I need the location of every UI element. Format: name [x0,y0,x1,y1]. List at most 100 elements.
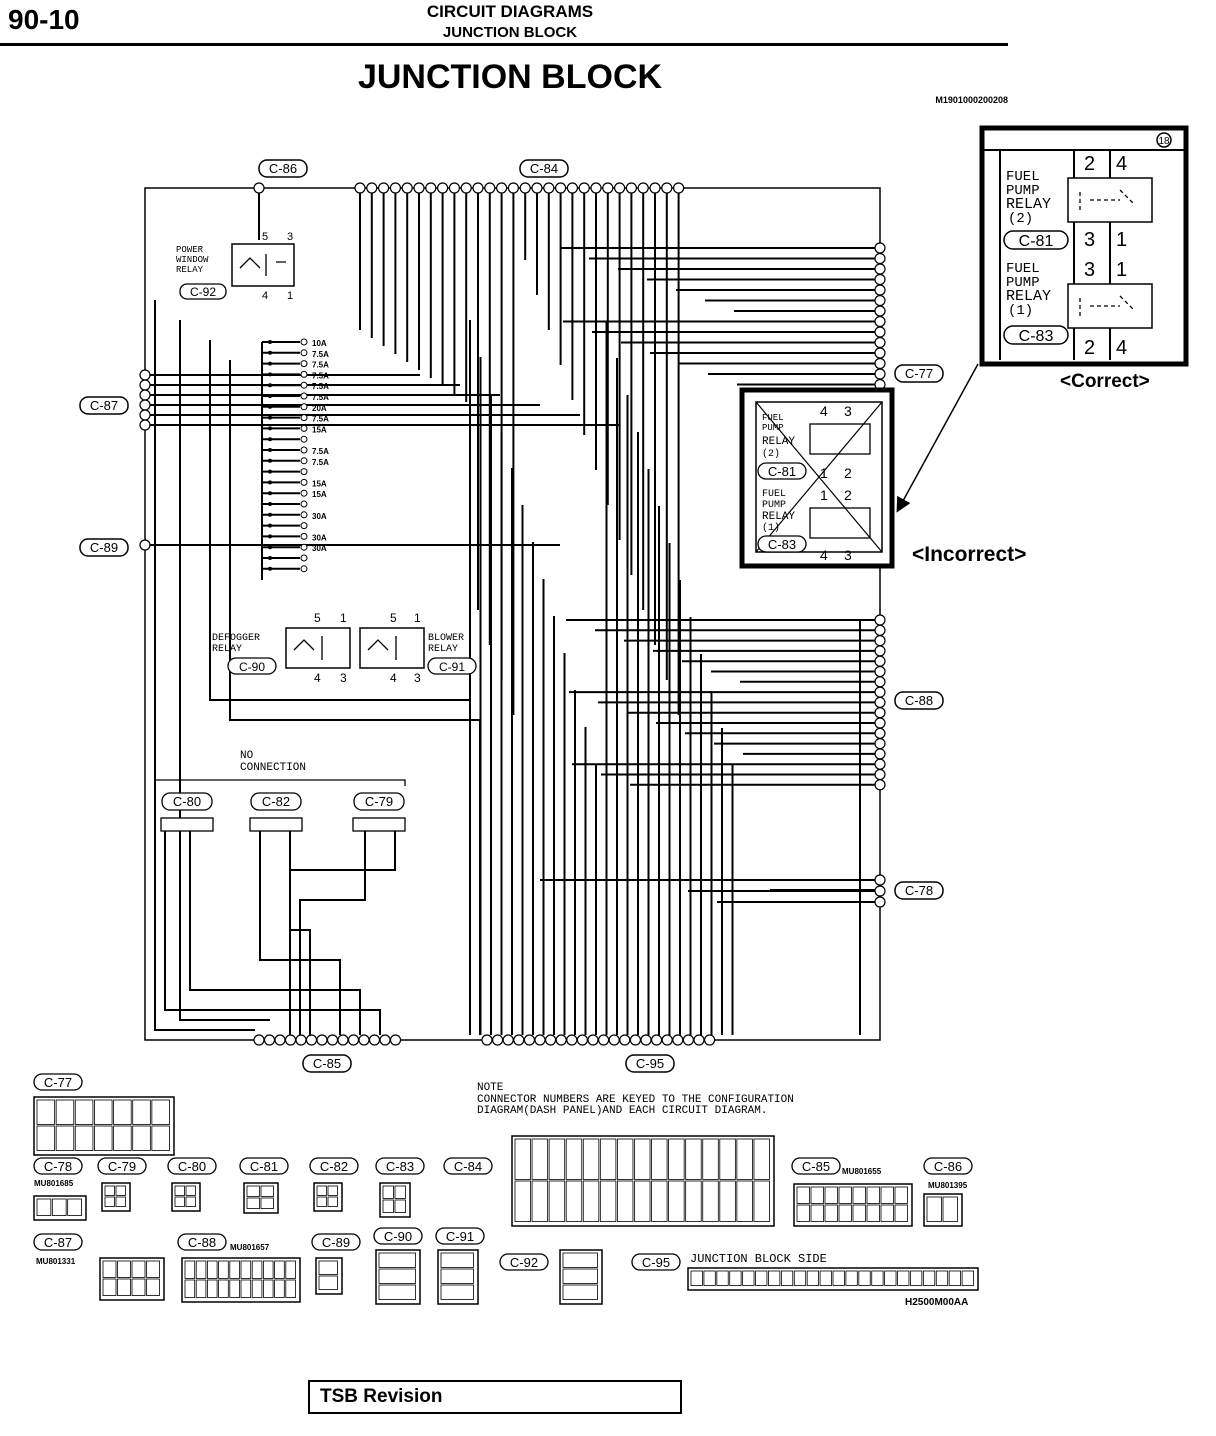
svg-text:FUEL: FUEL [762,489,786,500]
svg-text:DIAGRAM(DASH PANEL)AND EACH CI: DIAGRAM(DASH PANEL)AND EACH CIRCUIT DIAG… [477,1105,767,1117]
cavity [115,1196,126,1207]
c84-pin [366,182,378,194]
cavity [151,1125,170,1151]
cavity [514,1180,531,1222]
cavity [104,1196,115,1207]
right-pin [874,737,886,750]
cavity [113,1099,132,1125]
cavity [866,1186,880,1204]
svg-text:RELAY: RELAY [1006,196,1051,213]
c84-pin [448,182,460,194]
bottom-pin [608,1034,620,1046]
connector-face-views [33,1096,979,1305]
c84-pin [543,182,555,194]
cavity [894,1186,908,1204]
cavity [548,1180,566,1222]
cavity [260,1185,274,1197]
cavity [102,1278,117,1296]
right-pin [874,347,886,359]
c86-pin [253,182,265,194]
face-label-c81 [239,1157,289,1175]
c84-pin [496,182,508,194]
svg-text:C-87: C-87 [90,398,118,413]
fuse-terminal [300,338,308,346]
right-pin [874,779,886,791]
cavity [274,1279,285,1298]
cavity [736,1138,753,1180]
bottom-pin [650,1034,663,1046]
right-pin [874,294,886,307]
cavity [55,1125,75,1151]
cavity [810,1186,824,1204]
fuse-label: 7.5A [312,458,329,467]
cavity [246,1185,260,1197]
cavity [262,1260,274,1279]
fuse-dot [268,556,272,560]
face-label-c87 [33,1233,83,1251]
c87-pin [139,379,151,391]
bottom-pin [492,1034,504,1046]
cavity [185,1196,196,1207]
bottom-pin [587,1034,599,1046]
cavity [113,1125,132,1151]
cavity [562,1268,598,1284]
subsection-title: JUNCTION BLOCK [442,24,578,41]
cavity [562,1284,598,1300]
bottom-pin [682,1034,695,1046]
face-label-text-c78: C-78 [44,1159,72,1174]
face-label-text-c85: C-85 [802,1159,830,1174]
face-label-c86 [923,1157,973,1175]
cavity [685,1180,702,1222]
fuse-dot [268,437,272,442]
svg-text:C-81: C-81 [768,464,796,479]
cavity [935,1270,949,1286]
cavity [318,1275,338,1290]
face-label-text-c84: C-84 [454,1159,482,1174]
svg-text:C-86: C-86 [269,161,297,176]
cavity [582,1138,600,1180]
cavity [316,1196,327,1207]
cavity [753,1180,770,1222]
bottom-pin [640,1034,652,1046]
cavity [440,1268,474,1284]
wiring-group [150,193,875,1035]
face-label-c88 [177,1233,227,1251]
cavity [262,1279,274,1298]
incorrect-label: <Incorrect> [912,543,1026,566]
cavity [824,1186,838,1204]
cavity [382,1199,394,1213]
svg-text:C-91: C-91 [439,660,465,674]
fuse-dot [268,502,272,506]
face-label-text-c88: C-88 [188,1235,216,1250]
c84-pin [672,182,685,194]
c87-pin [139,369,151,381]
page-number: 90-10 [8,4,80,35]
connector-c87-label: C-87 [79,396,129,415]
cavity [884,1270,897,1286]
svg-text:1: 1 [820,465,828,481]
cavity [819,1270,832,1286]
part-number-c88: MU801657 [230,1243,270,1252]
cavity [634,1138,651,1180]
cavity [55,1099,75,1125]
face-label-text-c89: C-89 [322,1235,350,1250]
svg-text:(1): (1) [1008,303,1033,319]
svg-text:4: 4 [390,671,397,685]
fuse-terminal [300,532,308,540]
cavity [880,1186,894,1204]
c84-pin [401,182,413,194]
face-label-c95 [631,1253,681,1271]
cavity [810,1204,824,1222]
right-pin [874,624,886,636]
correct-label: <Correct> [1060,371,1150,392]
face-label-c77 [33,1073,83,1091]
cavity [195,1279,207,1298]
c84-pin [519,182,531,194]
fuse-dot [268,458,272,463]
cavity [174,1196,185,1207]
fuse-label: 7.5A [312,393,329,402]
svg-text:4: 4 [820,403,828,419]
c84-pin [472,182,484,194]
fuse-dot [268,372,272,377]
face-label-c89 [311,1233,361,1251]
